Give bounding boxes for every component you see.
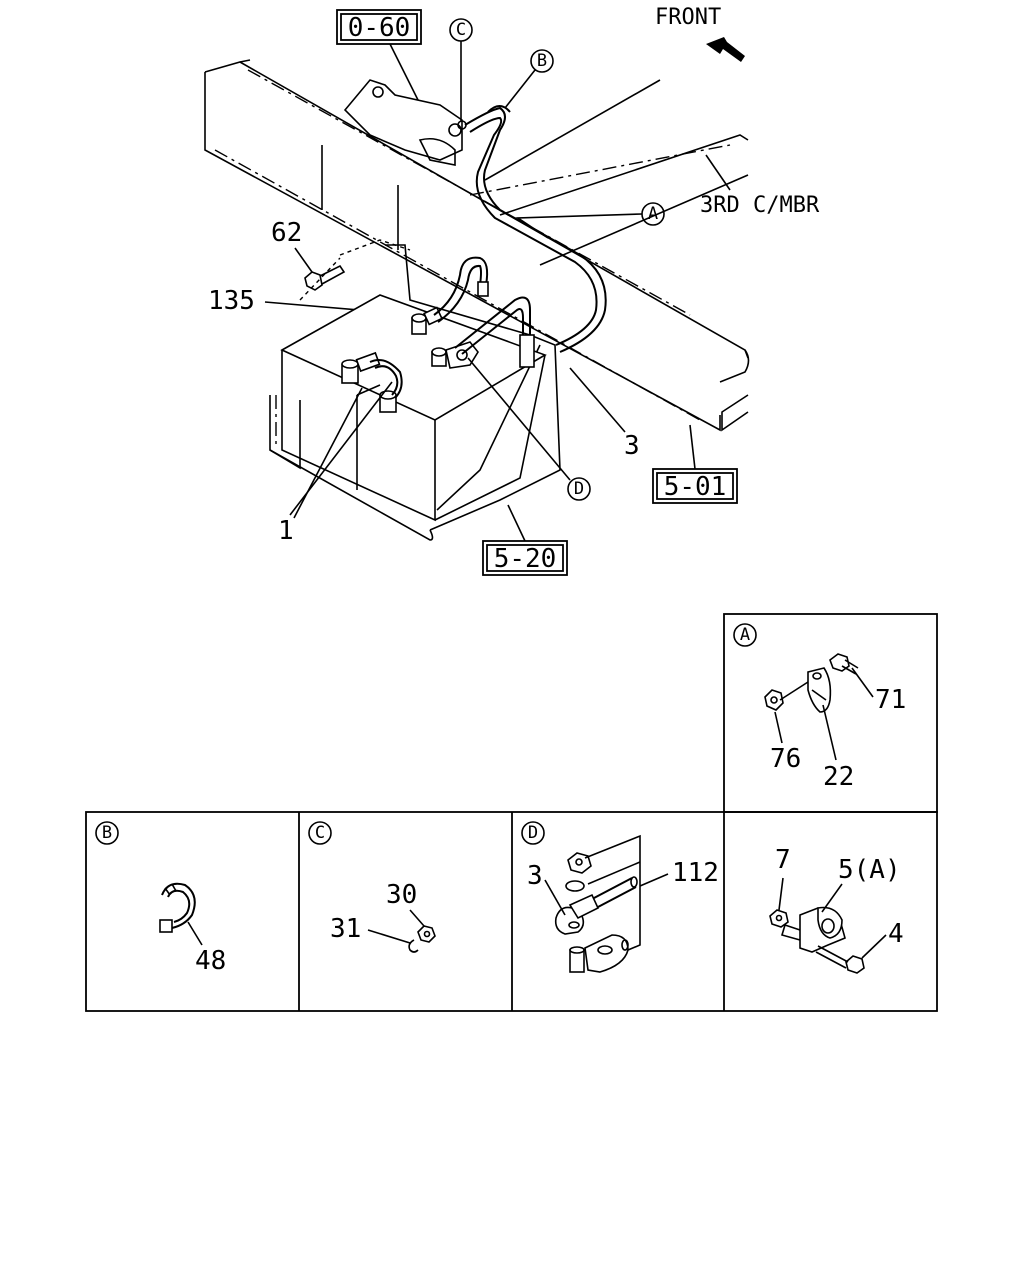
- nut-76-icon: [764, 689, 784, 711]
- front-label: FRONT: [655, 5, 721, 30]
- part-7-label: 7: [775, 845, 791, 875]
- ref-box-0-60-label: 0-60: [348, 13, 411, 43]
- part-3-label: 3: [624, 431, 640, 461]
- positive-cable-end: [454, 296, 535, 368]
- bolt-4-icon: [815, 945, 865, 974]
- nut-icon: [567, 852, 592, 874]
- part-31-label: 31: [330, 914, 361, 944]
- washer-31-icon: [408, 939, 419, 953]
- part-76-label: 76: [770, 744, 801, 774]
- callout-b-circle: [530, 49, 554, 73]
- battery-cable: [464, 105, 607, 353]
- ref-box-5-01-label: 5-01: [664, 472, 727, 502]
- detail-panel-c: C 30 31: [308, 821, 436, 953]
- part-48-label: 48: [195, 946, 226, 976]
- detail-panel-a: A 71 76 22: [733, 623, 906, 792]
- part-62-label: 62: [271, 218, 302, 248]
- nut-30-icon: [417, 925, 436, 943]
- ref-box-5-20-label: 5-20: [494, 544, 557, 574]
- detail-panel-c-label: C: [315, 823, 325, 843]
- battery-post-clamp-icon: [569, 934, 629, 973]
- ground-cable: [433, 256, 489, 323]
- main-assembly: FRONT: [204, 5, 820, 576]
- callout-a-label: A: [648, 204, 658, 224]
- clip-22-icon: [807, 667, 832, 713]
- nut-7-icon: [769, 909, 789, 928]
- callout-b-label: B: [537, 51, 547, 71]
- third-cross-member-label: 3RD C/MBR: [700, 193, 820, 218]
- part-22-label: 22: [823, 762, 854, 792]
- part-112-label: 112: [672, 858, 719, 888]
- washer-icon: [565, 880, 585, 892]
- bolt-62-icon: [304, 264, 346, 291]
- part-4-label: 4: [888, 919, 904, 949]
- battery-carrier: [269, 239, 561, 541]
- ref-box-0-60: [336, 9, 422, 45]
- detail-panel-d-label: D: [528, 823, 538, 843]
- part-3-detail-label: 3: [527, 861, 543, 891]
- third-cross-member: [469, 79, 749, 266]
- detail-panel-d: D 3 112: [521, 821, 719, 973]
- detail-panel-a-label: A: [740, 625, 750, 645]
- front-arrow-icon: [706, 37, 745, 62]
- callout-d-label: D: [574, 479, 584, 499]
- starter-motor: [343, 79, 467, 166]
- detail-panel-b: B 48: [95, 821, 226, 976]
- cable-terminal-3-icon: [554, 876, 638, 935]
- detail-panel-bracket: 7 5(A) 4: [769, 845, 904, 974]
- part-5a-label: 5(A): [838, 855, 901, 885]
- detail-panels-frame: [85, 613, 938, 1012]
- part-1-label: 1: [278, 516, 294, 546]
- callout-d-circle: [567, 477, 591, 501]
- detail-panel-b-label: B: [102, 823, 112, 843]
- bolt-71-icon: [829, 653, 859, 675]
- part-30-label: 30: [386, 880, 417, 910]
- callout-c-label: C: [456, 20, 466, 40]
- bracket-5a-icon: [780, 906, 846, 953]
- cable-clip-48-icon: [159, 882, 196, 933]
- part-71-label: 71: [875, 685, 906, 715]
- part-135-label: 135: [208, 286, 255, 316]
